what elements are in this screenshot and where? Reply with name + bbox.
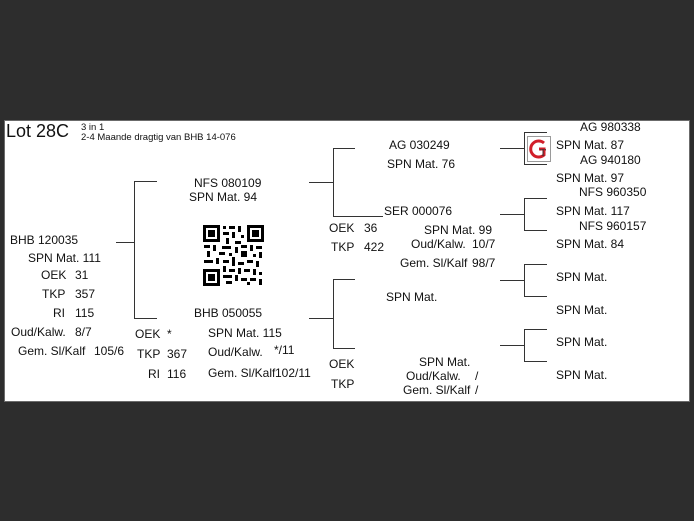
dam-oek-value: 31 <box>75 268 89 282</box>
connector-line <box>524 296 547 297</box>
dam2-oek-value: * <box>167 327 172 341</box>
dam2-oud-value: */11 <box>274 343 295 357</box>
gen3-lower-spn: SPN Mat. <box>419 355 471 369</box>
lot-description: 2-4 Maande dragtig van BHB 14-076 <box>81 132 236 143</box>
dam2-ri-label: RI <box>148 367 160 381</box>
gen3-ag-id: AG 030249 <box>389 138 450 152</box>
dam2-tkp-label: TKP <box>137 347 161 361</box>
dam-gem-label: Gem. Sl/Kalf <box>18 344 86 358</box>
connector-line <box>500 280 524 281</box>
dam2-ri-value: 116 <box>167 367 187 381</box>
dam-id: BHB 120035 <box>10 233 79 247</box>
gen3-lower-tkp-label: TKP <box>331 377 355 391</box>
connector-line <box>500 148 524 149</box>
connector-line <box>524 132 547 133</box>
gen3-ser-oek-label: OEK <box>329 221 355 235</box>
connector-line <box>524 329 525 361</box>
connector-line <box>524 329 547 330</box>
gen3-ser-spn: SPN Mat. 99 <box>424 223 493 237</box>
svg-text:T: T <box>540 148 546 159</box>
dam2-spn: SPN Mat. 115 <box>208 326 282 340</box>
gen4-spn2: SPN Mat. 97 <box>556 171 625 185</box>
gen3-ser-oud-value: 10/7 <box>472 237 496 251</box>
connector-line <box>524 264 547 265</box>
dam2-tkp-value: 367 <box>167 347 188 361</box>
gen4-spn8: SPN Mat. <box>556 368 608 382</box>
dam2-oek-label: OEK <box>135 327 161 341</box>
dam-ri-value: 115 <box>75 306 95 320</box>
gen4-spn3: SPN Mat. 117 <box>556 204 630 218</box>
connector-line <box>524 264 525 296</box>
gen3-ser-oud-label: Oud/Kalw. <box>411 237 466 251</box>
dam2-gem-label: Gem. Sl/Kalf <box>208 366 276 380</box>
connector-line <box>333 148 355 149</box>
dam-oud-label: Oud/Kalw. <box>11 325 66 339</box>
lot-title: Lot 28C <box>6 121 70 141</box>
dam2-oud-label: Oud/Kalw. <box>208 345 263 359</box>
connector-line <box>524 361 547 362</box>
connector-line <box>333 348 355 349</box>
connector-line <box>524 198 547 199</box>
gen4-spn1: SPN Mat. 87 <box>556 138 625 152</box>
dam-gem-value: 105/6 <box>94 344 125 358</box>
sire-spn: SPN Mat. 94 <box>189 190 258 204</box>
connector-line <box>309 182 333 183</box>
dam-tkp-label: TKP <box>42 287 66 301</box>
gen4-ag2: AG 940180 <box>580 153 641 167</box>
qr-code-icon <box>202 224 265 287</box>
connector-line <box>524 230 547 231</box>
gen3-ser-tkp-label: TKP <box>331 240 355 254</box>
connector-line <box>333 216 383 217</box>
sire-id: NFS 080109 <box>194 176 262 190</box>
connector-line <box>134 181 135 318</box>
connector-line <box>500 345 524 346</box>
gen4-nfs1: NFS 960350 <box>579 185 647 199</box>
gen3-lower-oud-label: Oud/Kalw. <box>406 369 461 383</box>
dam-spn: SPN Mat. 111 <box>28 251 101 265</box>
connector-line <box>333 279 334 348</box>
dam-oek-label: OEK <box>41 268 67 282</box>
connector-line <box>500 214 524 215</box>
connector-line <box>333 279 355 280</box>
gen3-ser-id: SER 000076 <box>384 204 453 218</box>
dam-ri-label: RI <box>53 306 65 320</box>
gen4-ag1: AG 980338 <box>580 120 641 134</box>
connector-line <box>309 318 333 319</box>
gen4-spn6: SPN Mat. <box>556 303 608 317</box>
dam-tkp-value: 357 <box>75 287 96 301</box>
pedigree-card: Lot 28C 3 in 1 2-4 Maande dragtig van BH… <box>4 120 690 402</box>
connector-line <box>333 148 334 216</box>
connector-line <box>524 132 525 164</box>
gen3-ag-spn: SPN Mat. 76 <box>387 157 456 171</box>
gen4-spn7: SPN Mat. <box>556 335 608 349</box>
gen3-lower-gem-label: Gem. Sl/Kalf <box>403 383 471 397</box>
gen3-lower-oek-label: OEK <box>329 357 355 371</box>
connector-line <box>134 318 157 319</box>
dam-oud-value: 8/7 <box>75 325 92 339</box>
gen3-ser-gem-value: 98/7 <box>472 256 496 270</box>
gen3-ser-tkp-value: 422 <box>364 240 385 254</box>
gen4-spn5: SPN Mat. <box>556 270 608 284</box>
lot-subtitle: 3 in 1 <box>81 122 105 133</box>
gen3-lower-oud-value: / <box>475 369 479 383</box>
connector-line <box>524 164 547 165</box>
connector-line <box>524 198 525 230</box>
dam2-id: BHB 050055 <box>194 306 263 320</box>
gt-logo-icon: T <box>527 136 551 162</box>
connector-line <box>116 242 134 243</box>
gen3-upper-spn: SPN Mat. <box>386 290 438 304</box>
gen3-ser-gem-label: Gem. Sl/Kalf <box>400 256 468 270</box>
gen3-ser-oek-value: 36 <box>364 221 378 235</box>
dam2-gem-value: 102/11 <box>275 366 311 380</box>
gen4-nfs2: NFS 960157 <box>579 219 647 233</box>
gen3-lower-gem-value: / <box>475 383 479 397</box>
connector-line <box>134 181 157 182</box>
gen4-spn4: SPN Mat. 84 <box>556 237 625 251</box>
